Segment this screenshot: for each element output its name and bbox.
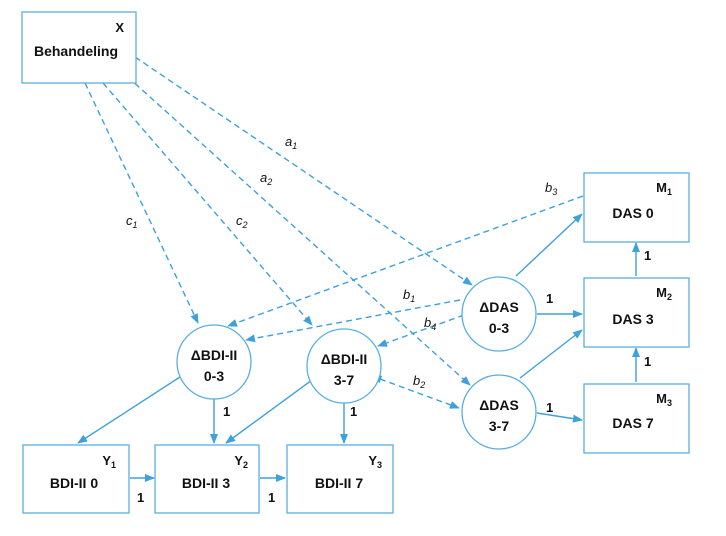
node-delta-bdi-0-3: ΔBDI-II 0-3 — [176, 324, 252, 400]
arrow-ddas03-to-m1 — [515, 213, 583, 277]
node-x-label: Behandeling — [34, 43, 118, 59]
node-delta-bdi-3-7-line2: 3-7 — [334, 372, 354, 388]
node-y1-corner: Y1 — [102, 453, 116, 470]
path-b4-arrow — [377, 314, 465, 347]
arrow-ddas37-to-m2 — [519, 329, 583, 379]
label-c1: c1 — [126, 213, 138, 230]
fixed-label-ddas37-m3: 1 — [546, 400, 553, 415]
path-b1-arrow — [245, 299, 461, 343]
node-delta-das-3-7-line2: 3-7 — [489, 418, 509, 434]
fixed-label-dbdi37-y3: 1 — [350, 404, 357, 419]
arrow-ddas37-to-m3 — [536, 412, 583, 423]
node-y3: Y3 BDI-II 7 — [286, 444, 394, 514]
node-y1: Y1 BDI-II 0 — [22, 444, 130, 514]
path-a1-arrow — [134, 56, 473, 286]
arrow-dbdi03-to-y1 — [77, 376, 181, 444]
path-b3-arrow — [227, 195, 584, 327]
node-m3: M3 DAS 7 — [583, 383, 690, 454]
arrow-dbdi37-to-y2 — [225, 379, 313, 444]
node-m1-corner: M1 — [656, 180, 672, 197]
node-m1-label: DAS 0 — [612, 205, 653, 221]
node-delta-bdi-0-3-line1: ΔBDI-II — [191, 347, 238, 363]
node-y2: Y2 BDI-II 3 — [154, 444, 260, 514]
fixed-label-ddas03-m2: 1 — [546, 291, 553, 306]
node-x-corner: X — [115, 20, 124, 35]
label-a2: a2 — [260, 170, 272, 187]
node-y2-corner: Y2 — [234, 453, 248, 470]
node-y1-label: BDI-II 0 — [50, 475, 98, 491]
node-m2-label: DAS 3 — [612, 311, 653, 327]
path-a2-arrow — [119, 69, 471, 386]
node-delta-bdi-3-7-line1: ΔBDI-II — [321, 351, 368, 367]
fixed-label-y2-y3: 1 — [268, 490, 275, 505]
node-y3-label: BDI-II 7 — [315, 475, 363, 491]
node-m3-label: DAS 7 — [612, 415, 653, 431]
path-labels: a1 a2 c1 c2 b3 b1 b4 b2 — [126, 134, 557, 390]
label-b1: b1 — [403, 287, 415, 304]
node-x: X Behandeling — [21, 11, 137, 84]
node-m3-corner: M3 — [656, 391, 672, 408]
node-delta-das-3-7-line1: ΔDAS — [479, 397, 519, 413]
node-m2: M2 DAS 3 — [583, 277, 690, 348]
fixed-label-y1-y2: 1 — [137, 490, 144, 505]
node-m1: M1 DAS 0 — [583, 172, 690, 243]
label-b3: b3 — [545, 180, 557, 197]
dashed-paths — [84, 56, 584, 409]
node-delta-bdi-3-7: ΔBDI-II 3-7 — [306, 328, 382, 404]
label-c2: c2 — [236, 213, 248, 230]
path-c1-arrow — [84, 82, 199, 324]
node-y3-corner: Y3 — [368, 453, 382, 470]
node-m2-corner: M2 — [656, 285, 672, 302]
fixed-label-dbdi03-y2: 1 — [223, 404, 230, 419]
solid-paths — [77, 213, 640, 482]
label-a1: a1 — [285, 134, 297, 151]
path-c2-arrow — [102, 82, 313, 326]
path-b2-arrow — [371, 375, 460, 409]
label-b4: b4 — [424, 315, 436, 332]
node-delta-bdi-0-3-line2: 0-3 — [204, 368, 224, 384]
fixed-label-m3-m2: 1 — [644, 354, 651, 369]
node-y2-label: BDI-II 3 — [182, 475, 230, 491]
node-delta-das-0-3-line2: 0-3 — [489, 320, 509, 336]
node-delta-das-0-3: ΔDAS 0-3 — [461, 276, 537, 352]
fixed-path-labels: 1 1 1 1 1 1 1 1 — [137, 248, 651, 505]
node-delta-das-0-3-line1: ΔDAS — [479, 299, 519, 315]
node-delta-das-3-7: ΔDAS 3-7 — [461, 374, 537, 450]
fixed-label-m2-m1: 1 — [644, 248, 651, 263]
label-b2: b2 — [413, 373, 425, 390]
